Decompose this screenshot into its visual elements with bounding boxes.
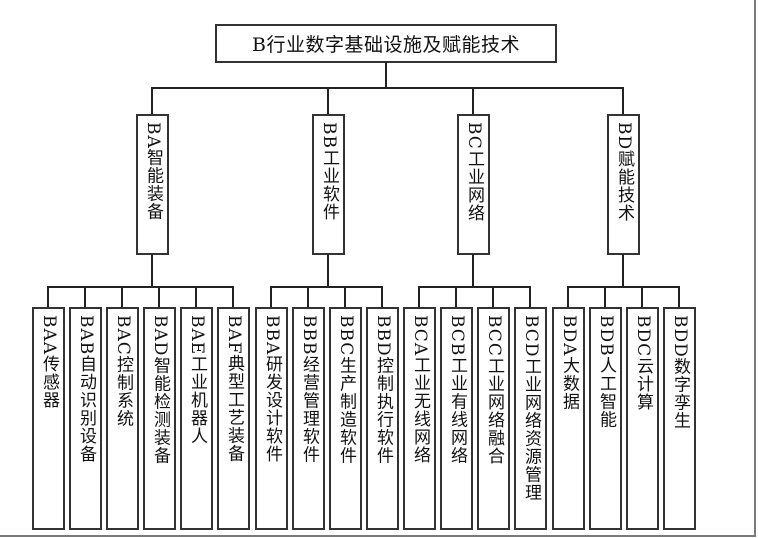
root-node: B行业数字基础设施及赋能技术 xyxy=(215,24,557,63)
leaf-drop xyxy=(270,286,272,308)
leaf-drop xyxy=(84,286,86,308)
leaf-drop xyxy=(195,286,197,308)
leaf-label: BDC云计算 xyxy=(633,315,653,412)
leaf-label: BCA工业无线网络 xyxy=(410,315,430,465)
leaf-drop xyxy=(307,286,309,308)
leaf-label: BAF典型工艺装备 xyxy=(224,315,244,463)
leaf-label: BBB经营管理软件 xyxy=(299,315,319,464)
leaf-bca: BCA工业无线网络 xyxy=(403,307,436,530)
root-connector xyxy=(385,62,387,89)
leaf-drop xyxy=(158,286,160,308)
leaf-drop xyxy=(344,286,346,308)
leaf-bbb: BBB经营管理软件 xyxy=(292,307,325,530)
leaf-bbd: BBD控制执行软件 xyxy=(366,307,399,530)
stem-ba xyxy=(151,254,153,287)
leaf-bad: BAD智能检测装备 xyxy=(143,307,176,530)
leaf-label: BDA大数据 xyxy=(559,315,579,411)
leaf-label: BAD智能检测装备 xyxy=(150,315,170,465)
category-label: BD赋能技术 xyxy=(614,122,634,223)
stem-bb xyxy=(327,254,329,287)
drop-bb xyxy=(327,87,329,115)
frame-bottom-border xyxy=(0,535,756,537)
leaf-drop xyxy=(567,286,569,308)
leaf-drop xyxy=(641,286,643,308)
leaf-label: BDD数字孪生 xyxy=(670,315,690,430)
leaf-label: BBA研发设计软件 xyxy=(262,315,282,464)
category-bb: BB工业软件 xyxy=(312,114,345,255)
leaf-bdb: BDB人工智能 xyxy=(589,307,622,530)
root-label: B行业数字基础设施及赋能技术 xyxy=(252,34,520,56)
leaf-bac: BAC控制系统 xyxy=(106,307,139,530)
category-bd: BD赋能技术 xyxy=(607,114,640,255)
drop-bc xyxy=(472,87,474,115)
leaf-baa: BAA传感器 xyxy=(32,307,65,530)
sub-bus-bb xyxy=(270,286,383,288)
leaf-drop xyxy=(678,286,680,308)
category-bc: BC工业网络 xyxy=(457,114,490,255)
leaf-label: BDB人工智能 xyxy=(596,315,616,429)
stem-bc xyxy=(472,254,474,287)
leaf-baf: BAF典型工艺装备 xyxy=(217,307,250,530)
leaf-label: BCD工业网络资源管理 xyxy=(521,315,541,502)
leaf-drop xyxy=(455,286,457,308)
leaf-drop xyxy=(381,286,383,308)
leaf-bdd: BDD数字孪生 xyxy=(663,307,696,530)
leaf-bbc: BBC生产制造软件 xyxy=(329,307,362,530)
leaf-bcd: BCD工业网络资源管理 xyxy=(514,307,547,530)
leaf-label: BBC生产制造软件 xyxy=(336,315,356,465)
sub-bus-bc xyxy=(418,286,531,288)
leaf-drop xyxy=(47,286,49,308)
leaf-drop xyxy=(492,286,494,308)
leaf-label: BCC工业网络融合 xyxy=(484,315,504,465)
leaf-label: BAA传感器 xyxy=(39,315,59,410)
drop-bd xyxy=(622,87,624,115)
leaf-bcb: BCB工业有线网络 xyxy=(440,307,473,530)
sub-bus-bd xyxy=(567,286,680,288)
frame-right-border xyxy=(754,0,756,537)
leaf-drop xyxy=(418,286,420,308)
leaf-label: BCB工业有线网络 xyxy=(447,315,467,465)
leaf-bda: BDA大数据 xyxy=(552,307,585,530)
leaf-drop xyxy=(604,286,606,308)
category-ba: BA智能装备 xyxy=(136,114,169,255)
sub-bus-ba xyxy=(47,286,234,288)
category-label: BC工业网络 xyxy=(464,122,484,222)
leaf-drop xyxy=(529,286,531,308)
leaf-label: BBD控制执行软件 xyxy=(373,315,393,465)
drop-ba xyxy=(151,87,153,115)
leaf-label: BAE工业机器人 xyxy=(187,315,207,446)
leaf-bab: BAB自动识别设备 xyxy=(69,307,102,530)
top-bus xyxy=(151,87,624,89)
category-label: BA智能装备 xyxy=(143,122,163,221)
leaf-drop xyxy=(121,286,123,308)
category-label: BB工业软件 xyxy=(319,122,339,221)
leaf-drop xyxy=(232,286,234,308)
leaf-label: BAB自动识别设备 xyxy=(76,315,96,464)
leaf-bba: BBA研发设计软件 xyxy=(255,307,288,530)
stem-bd xyxy=(622,254,624,287)
leaf-bcc: BCC工业网络融合 xyxy=(477,307,510,530)
leaf-bae: BAE工业机器人 xyxy=(180,307,213,530)
leaf-label: BAC控制系统 xyxy=(113,315,133,428)
leaf-bdc: BDC云计算 xyxy=(626,307,659,530)
